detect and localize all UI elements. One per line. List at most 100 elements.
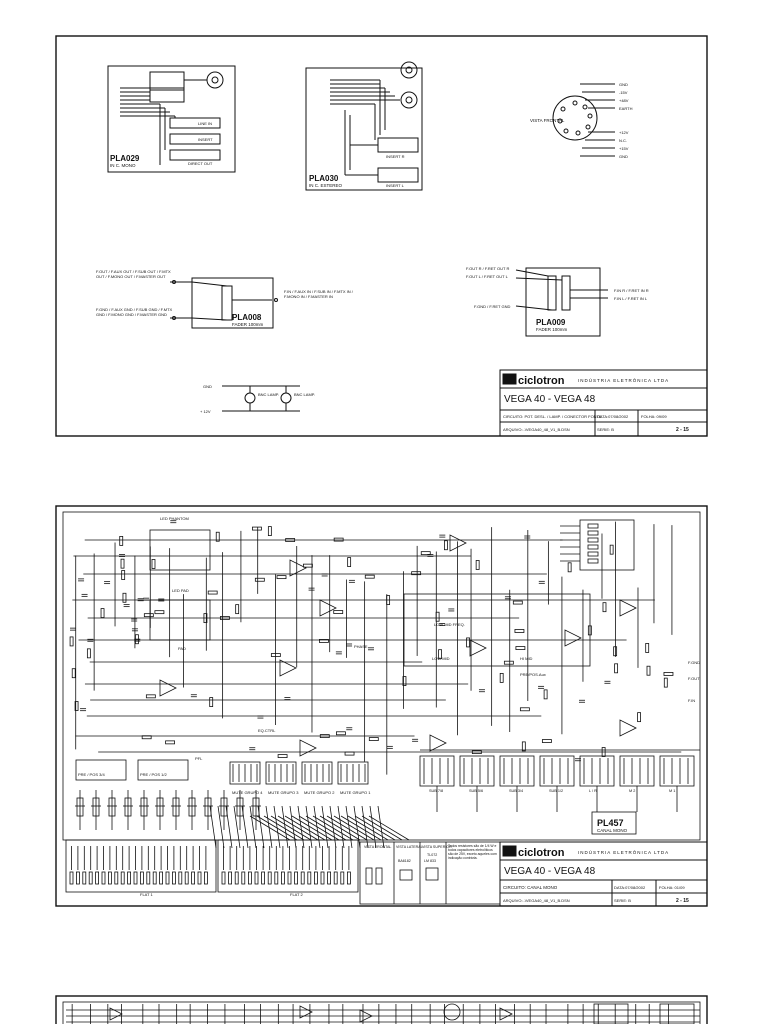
- lamp-12v-label: + 12V: [200, 409, 211, 414]
- pla030-jack-2: INSERT L: [386, 183, 405, 188]
- pin-label-bottom-1: +12V: [619, 130, 629, 135]
- pla008-name: PLA008: [232, 313, 262, 322]
- pla008-input-bottom-label: F.GND / F.AUX GND / F.SUB GND / F.MTX GN…: [96, 308, 173, 317]
- pla030-jack-1: INSERT R: [386, 154, 405, 159]
- titleblock-1: [499, 369, 708, 437]
- pla009-name: PLA009: [536, 318, 566, 327]
- lbl-fader-in: F.IN: [688, 698, 695, 703]
- pla009-desc: FADER 100mm: [536, 327, 568, 332]
- tb2-folha: FOLHA: 01/09: [659, 885, 685, 890]
- lbl-pre-post: PRE/POS.Aux: [520, 672, 546, 677]
- routing-switch: [579, 755, 615, 787]
- pla008-desc: FADER 100mm: [232, 322, 264, 327]
- tb1-arquivo: ARQUIVO:..\VEGA40_48_V1_B.DSN: [503, 427, 570, 432]
- pla030-desc: IN C. ESTEREO: [309, 183, 343, 188]
- connector-title: VISTA FRONTAL: [530, 118, 565, 123]
- pin-label-top-4: EARTH: [619, 106, 633, 111]
- pla009-out-1: F.IN R / F.RET IN R: [614, 288, 649, 293]
- tb2-title: VEGA 40 - VEGA 48: [504, 866, 596, 877]
- lbl-low-mid-gain: LOW MID: [432, 656, 450, 661]
- tb2-arquivo: ARQUIVO:..\VEGA40_48_V1_B.DSN: [503, 898, 570, 903]
- lbl-pfl: PFL: [195, 756, 203, 761]
- flat-connectors: [65, 839, 359, 893]
- note-text: Todos resistores são de 1/4 W e todos ca…: [448, 844, 497, 860]
- lbl-pre-post-1: PRE / POS 3/4: [78, 772, 105, 777]
- routing-switch: [619, 755, 655, 787]
- tb1-tagline: INDÚSTRIA ELETRÔNICA LTDA: [578, 377, 669, 383]
- tb1-title: VEGA 40 - VEGA 48: [504, 394, 596, 405]
- routing-switch-label: M 2: [629, 789, 635, 793]
- routing-switch: [459, 755, 495, 787]
- tb1-serie: SERIE: B: [597, 427, 614, 432]
- lbl-phase: PHASE: [354, 644, 368, 649]
- lbl-mute-g1: MUTE GRUPO 1: [340, 790, 371, 795]
- pla009-out-2: F.IN L / F.RET IN L: [614, 296, 648, 301]
- routing-switch: [419, 755, 455, 787]
- tb1-brand: ciclotron: [518, 375, 565, 387]
- tb1-folha: FOLHA: 09/09: [641, 414, 667, 419]
- tb2-brand: ciclotron: [518, 847, 565, 859]
- lbl-mute-g3: MUTE GRUPO 3: [268, 790, 299, 795]
- pin-label-bottom-3: +15V: [619, 146, 629, 151]
- note-ic2: LM 833: [424, 859, 436, 863]
- pla008-block: [170, 277, 278, 329]
- titleblock-2: [499, 841, 708, 907]
- lbl-led-pad: LED PAD: [172, 588, 189, 593]
- channel-schematic-traces: [69, 519, 682, 849]
- note-ic1: TL072: [427, 853, 437, 857]
- pla029-name: PLA029: [110, 154, 140, 163]
- lbl-pad: PAD: [178, 646, 186, 651]
- pla029-jack-2: INSERT: [198, 137, 213, 142]
- lbl-flat2: FLAT 2: [290, 892, 304, 897]
- routing-switch: [539, 755, 575, 787]
- sheet-1-border: [55, 35, 708, 437]
- power-connector: [552, 83, 615, 157]
- pin-label-bottom-2: N.C.: [619, 138, 627, 143]
- lbl-eq-ctrl: EQ.CTRL: [258, 728, 276, 733]
- pin-label-top-1: GND: [619, 82, 628, 87]
- connector-pin-labels: GND -15V +48V EARTH +12V N.C. +15V GND: [619, 82, 633, 159]
- pla030-name: PLA030: [309, 174, 339, 183]
- pl457-name: PL457: [597, 818, 624, 828]
- pin-label-top-2: -15V: [619, 90, 628, 95]
- sheet-3-border: [55, 995, 708, 1024]
- lbl-fader-out: F.OUT: [688, 676, 700, 681]
- lbl-fader-gnd: F.GND: [688, 660, 700, 665]
- tb1-date: DATA:07/08/2002: [597, 414, 629, 419]
- lbl-mute-g4: MUTE GRUPO 4: [232, 790, 263, 795]
- sheet-3-partial: [55, 995, 708, 1024]
- note-tr: BA6182: [398, 859, 411, 863]
- pla029-jack-3: DIRECT OUT: [188, 161, 213, 166]
- pla008-input-top-label: F.OUT / F.AUX OUT / F.SUB OUT / F.MTX OU…: [96, 270, 171, 279]
- pla009-block: [515, 267, 608, 337]
- lamp-2-label: BNC LAMP.: [294, 392, 315, 397]
- pla029-desc: IN C. MONO: [110, 163, 136, 168]
- tb2-serie: SERIE: B: [614, 898, 631, 903]
- routing-switch-label: SUB 5/6: [469, 789, 483, 793]
- pla009-in-gnd: F.GND / F.RET GND: [474, 304, 510, 309]
- pl457-desc: CANAL MONO: [597, 828, 628, 833]
- routing-switch: [499, 755, 535, 787]
- lbl-pre-post-2: PRE / POS 1/2: [140, 772, 167, 777]
- routing-switch-label: L / R: [589, 789, 597, 793]
- pla029-block: [107, 65, 236, 173]
- routing-switch-label: SUB 7/8: [429, 789, 443, 793]
- sheet-2-border: [55, 505, 708, 907]
- pla008-output-label: F.IN / F.AUX IN / F.SUB IN / F.MTX IN / …: [284, 290, 353, 299]
- routing-switch-label: M 1: [669, 789, 675, 793]
- tb1-circuit: CIRCUITO: POT. DESL. / LAMP. / CONECTOR …: [503, 414, 602, 419]
- pin-label-bottom-4: GND: [619, 154, 628, 159]
- tb2-tagline: INDÚSTRIA ELETRÔNICA LTDA: [578, 849, 669, 855]
- lamp-1-label: BNC LAMP.: [258, 392, 279, 397]
- lbl-led-phantom: LED PHANTOM: [160, 516, 189, 521]
- pla009-in-2: F.OUT L / F.RET OUT L: [466, 274, 509, 279]
- lamp-gnd-label: GND: [203, 384, 212, 389]
- pla009-in-1: F.OUT R / F.RET OUT R: [466, 266, 509, 271]
- lbl-mute-g2: MUTE GRUPO 2: [304, 790, 335, 795]
- tb2-date: DATA:07/08/2002: [614, 885, 646, 890]
- sheet-2: PL457 CANAL MONO LED PHANTOM LED PAD PAD…: [55, 505, 708, 907]
- routing-switch: [659, 755, 695, 787]
- lbl-hi-mid: HI MID: [520, 656, 533, 661]
